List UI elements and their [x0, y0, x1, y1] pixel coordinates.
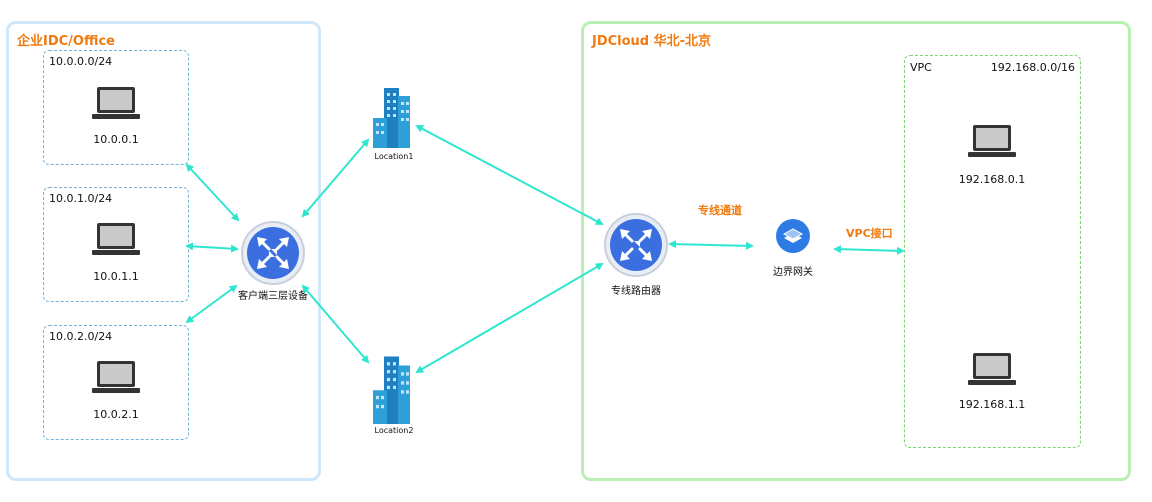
border-gateway-label: 边界网关 — [773, 267, 813, 278]
connector-arrow — [301, 138, 370, 218]
building-icon — [373, 356, 410, 424]
host-ip: 10.0.0.1 — [93, 133, 139, 146]
customer-router-label: 客户端三层设备 — [238, 291, 308, 302]
connector-arrow — [668, 240, 754, 250]
dedicated-line-label: 专线通道 — [698, 204, 742, 217]
connector-arrow — [833, 245, 905, 255]
router-icon — [604, 213, 668, 277]
connector-arrow — [185, 284, 238, 324]
building-icon — [373, 88, 410, 148]
subnet-cidr: 10.0.2.0/24 — [49, 330, 113, 343]
location2-label: Location2 — [374, 426, 414, 435]
connector-arrow — [185, 242, 239, 253]
connector-arrow — [415, 125, 604, 225]
location1-label: Location1 — [374, 152, 414, 161]
router-icon — [241, 221, 305, 285]
host-ip: 192.168.1.1 — [958, 398, 1026, 411]
laptop-icon — [92, 361, 140, 393]
subnet-cidr: 10.0.1.0/24 — [49, 192, 113, 205]
office-region-title: 企业IDC/Office — [17, 34, 115, 49]
host-ip: 192.168.0.1 — [958, 173, 1026, 186]
cloud-region-title: JDCloud 华北-北京 — [592, 34, 712, 49]
host-ip: 10.0.1.1 — [93, 270, 139, 283]
gateway-icon — [776, 219, 810, 253]
cloud-region: JDCloud 华北-北京 — [581, 21, 1131, 481]
dedicated-router-label: 专线路由器 — [611, 286, 661, 297]
subnet-cidr: 10.0.0.0/24 — [49, 55, 113, 68]
vpc-interface-label: VPC接口 — [846, 227, 893, 240]
vpc-cidr: 192.168.0.0/16 — [990, 61, 1075, 74]
subnet-box: 10.0.2.0/24 — [43, 325, 189, 440]
host-ip: 10.0.2.1 — [93, 408, 139, 421]
laptop-icon — [92, 87, 140, 119]
connector-arrow — [415, 262, 604, 374]
office-region: 企业IDC/Office — [6, 21, 321, 481]
connector-arrow — [185, 163, 240, 222]
laptop-icon — [92, 223, 140, 255]
subnet-box: 10.0.0.0/24 — [43, 50, 189, 165]
connector-arrow — [301, 284, 370, 364]
laptop-icon — [968, 125, 1016, 157]
vpc-name: VPC — [910, 61, 932, 74]
laptop-icon — [968, 353, 1016, 385]
